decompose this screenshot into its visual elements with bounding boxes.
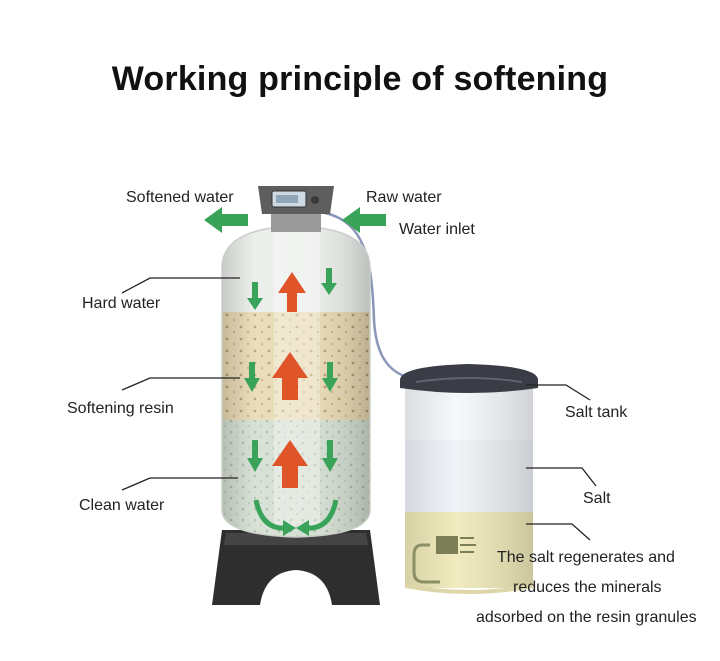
control-valve — [258, 186, 334, 232]
label-salt-tank: Salt tank — [565, 404, 628, 421]
flow-arrows — [244, 268, 339, 536]
label-regen-line-3: adsorbed on the resin granules — [476, 609, 697, 626]
leader-lines — [121, 277, 597, 541]
raw-water-arrow — [342, 207, 386, 233]
label-regen-line-2: reduces the minerals — [513, 579, 662, 596]
label-salt: Salt — [583, 490, 611, 507]
salt-tank — [400, 364, 538, 594]
label-softened-water: Softened water — [126, 189, 234, 206]
brine-pipe — [324, 211, 411, 380]
tank-base — [212, 530, 380, 605]
label-clean-water: Clean water — [79, 497, 165, 514]
label-regen-line-1: The salt regenerates and — [497, 549, 675, 566]
label-water-inlet: Water inlet — [399, 221, 475, 238]
label-raw-water: Raw water — [366, 189, 442, 206]
page-title: Working principle of softening — [111, 60, 609, 98]
softened-water-arrow — [204, 207, 248, 233]
label-hard-water: Hard water — [82, 295, 161, 312]
label-softening-resin: Softening resin — [67, 400, 174, 417]
